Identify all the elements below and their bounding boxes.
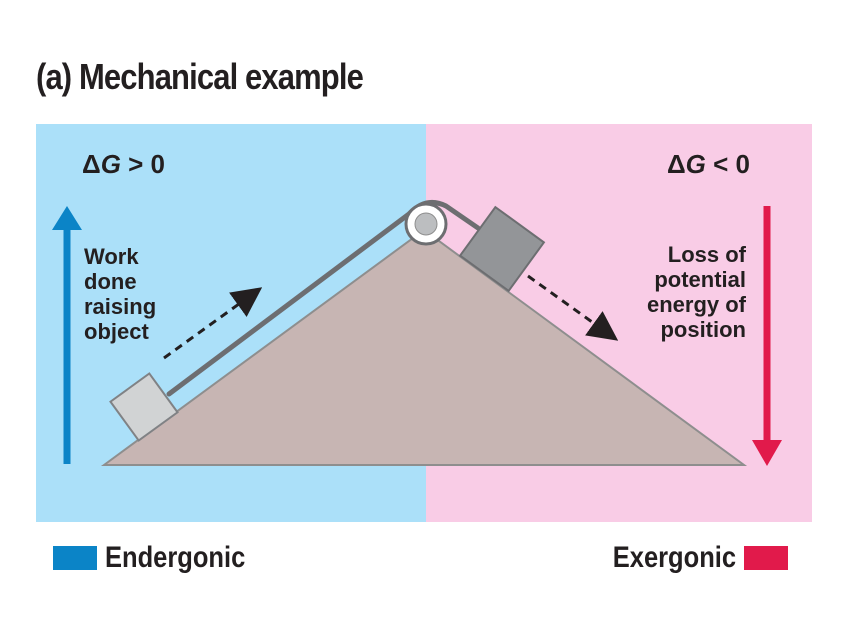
exergonic-swatch xyxy=(744,546,788,570)
figure-title: (a) Mechanical example xyxy=(36,56,364,97)
diagram-panel: ΔG > 0 ΔG < 0 Work done raising object L… xyxy=(36,124,812,522)
exergonic-label: Exergonic xyxy=(612,541,736,574)
energy-up-arrow-head xyxy=(52,206,82,230)
legend-exergonic: Exergonic xyxy=(591,538,788,578)
delta-g-positive: ΔG > 0 xyxy=(82,149,166,179)
mechanical-diagram xyxy=(36,124,812,522)
up-slope-dashed-arrow xyxy=(163,287,263,360)
endergonic-swatch xyxy=(53,546,97,570)
loss-of-energy-label: Loss of potential energy of position xyxy=(646,242,746,342)
energy-down-arrow-head xyxy=(752,440,782,466)
down-slope-dashed-arrow xyxy=(527,274,619,341)
delta-g-negative: ΔG < 0 xyxy=(666,149,750,179)
pulley-hub xyxy=(414,212,438,236)
lower-block xyxy=(109,372,179,442)
hill xyxy=(100,228,748,466)
upper-block xyxy=(458,205,546,293)
work-done-label: Work done raising object xyxy=(84,244,157,344)
legend-endergonic: Endergonic xyxy=(53,538,270,578)
endergonic-label: Endergonic xyxy=(105,541,246,574)
